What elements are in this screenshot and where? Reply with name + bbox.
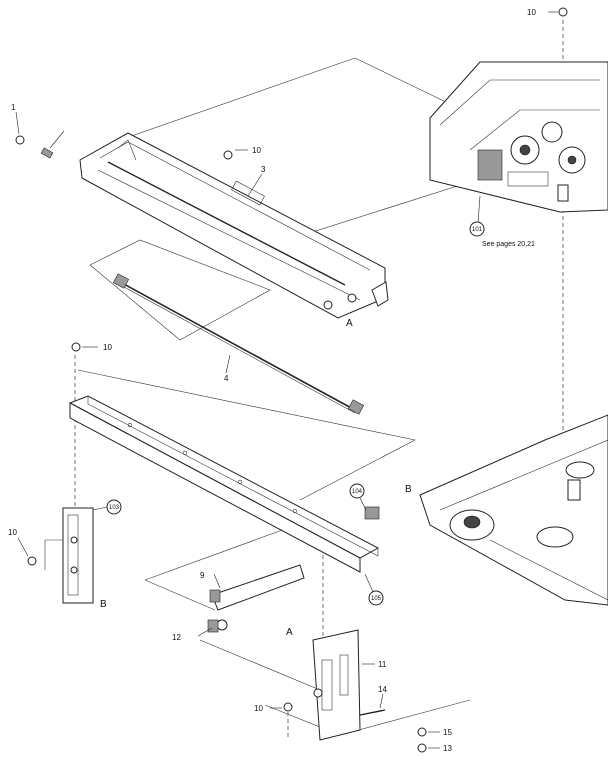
small-bracket xyxy=(207,564,305,633)
callout-11: 11 xyxy=(378,660,387,669)
callout-13: 13 xyxy=(443,744,452,753)
connection-b-left: B xyxy=(100,599,107,610)
callout-10-left: 10 xyxy=(8,528,17,537)
callout-9: 9 xyxy=(200,571,205,580)
callout-10-mid: 10 xyxy=(103,343,112,352)
callout-3: 3 xyxy=(261,165,266,174)
long-rail xyxy=(68,395,380,573)
screws xyxy=(15,7,568,753)
left-bracket xyxy=(44,507,94,604)
connection-b-right: B xyxy=(405,484,412,495)
ref-circle-101: 101 xyxy=(469,221,485,237)
svg-text:104: 104 xyxy=(352,489,363,495)
callout-15: 15 xyxy=(443,728,452,737)
callout-1: 1 xyxy=(11,103,16,112)
ref-circle-105: 105 xyxy=(368,590,384,606)
svg-text:101: 101 xyxy=(472,227,483,233)
tape-mechanism xyxy=(429,61,608,213)
connection-a-lower: A xyxy=(286,627,293,638)
ref-circle-104: 104 xyxy=(349,483,365,499)
lower-bracket xyxy=(312,629,386,741)
svg-text:105: 105 xyxy=(371,596,382,602)
ref-circle-103: 103 xyxy=(106,499,122,515)
callout-14: 14 xyxy=(378,685,387,694)
callout-10-bottom: 10 xyxy=(254,704,263,713)
connection-a-upper: A xyxy=(346,318,353,329)
see-pages-note: See pages 20,21 xyxy=(482,241,535,248)
svg-text:103: 103 xyxy=(109,505,120,511)
callout-10-upper: 10 xyxy=(252,146,261,155)
callout-10-top: 10 xyxy=(527,8,536,17)
callout-12: 12 xyxy=(172,633,181,642)
leader-lines xyxy=(15,11,558,749)
top-bracket xyxy=(79,132,389,319)
chassis xyxy=(419,414,608,606)
clip-part xyxy=(364,506,380,520)
guide-rod xyxy=(112,273,365,415)
callout-4: 4 xyxy=(224,374,229,383)
